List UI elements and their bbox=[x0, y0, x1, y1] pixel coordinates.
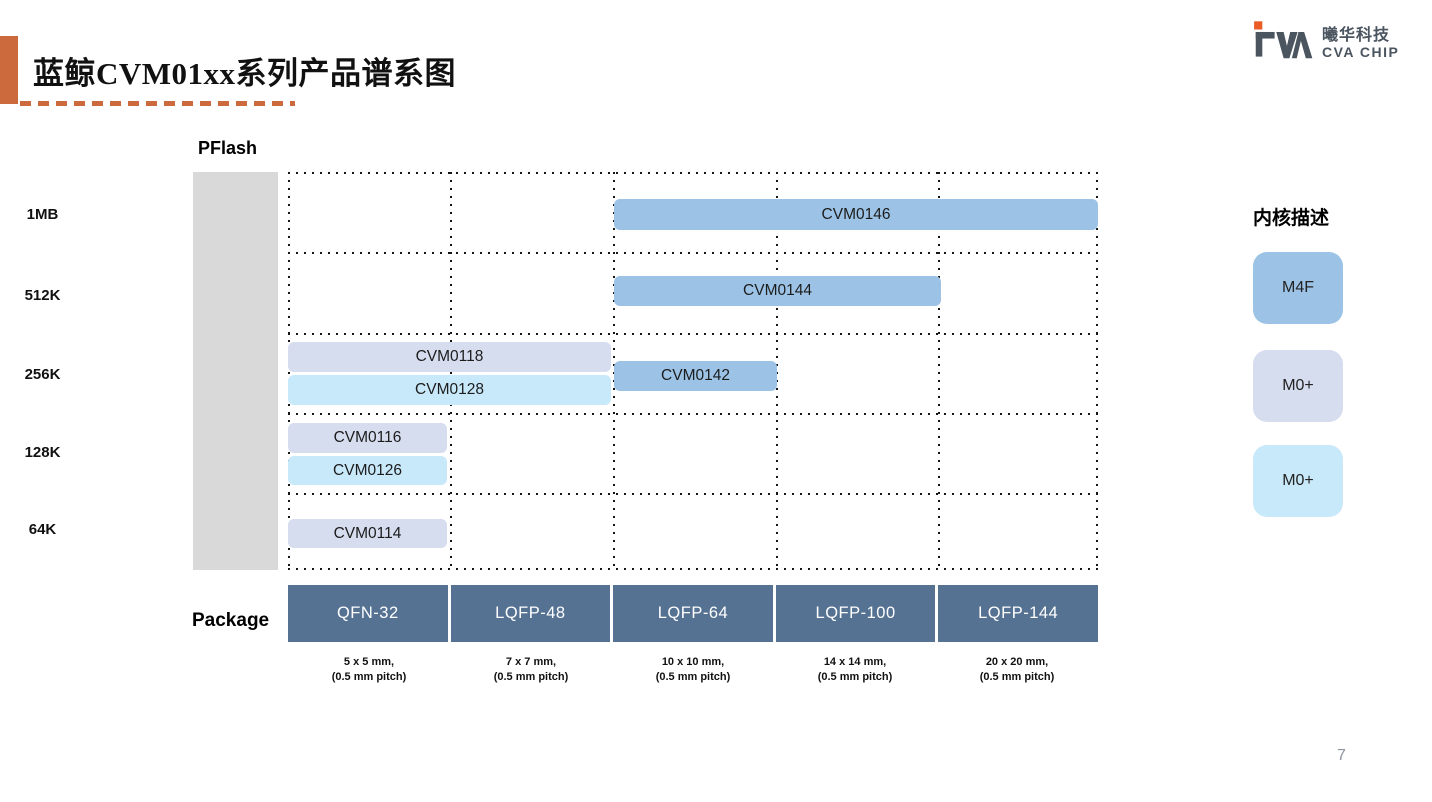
y-tick-128k: 128K bbox=[24, 444, 61, 461]
y-tick-512k: 512K bbox=[24, 287, 61, 304]
legend-title: 内核描述 bbox=[1253, 208, 1330, 229]
package-cell-lqfp100: LQFP-100 bbox=[775, 585, 936, 642]
company-name-en: CVA CHIP bbox=[1322, 43, 1400, 60]
package-cell-lqfp64: LQFP-64 bbox=[613, 585, 773, 642]
product-bar-cvm0114: CVM0114 bbox=[288, 519, 447, 548]
page-number: 7 bbox=[1337, 747, 1346, 764]
y-tick-64k: 64K bbox=[28, 521, 57, 538]
legend-item-m0plus-1: M0+ bbox=[1253, 350, 1343, 422]
package-cell-lqfp48: LQFP-48 bbox=[450, 585, 611, 642]
product-bar-cvm0144: CVM0144 bbox=[614, 276, 941, 306]
legend-item-m0plus-2: M0+ bbox=[1253, 445, 1343, 517]
package-size-lqfp144: 20 x 20 mm,(0.5 mm pitch) bbox=[979, 656, 1055, 683]
product-bar-cvm0118: CVM0118 bbox=[288, 342, 611, 372]
y-axis-band bbox=[193, 172, 278, 570]
package-header-row: QFN-32 LQFP-48 LQFP-64 LQFP-100 LQFP-144 bbox=[288, 585, 1098, 642]
page-title: 蓝鲸CVM01xx系列产品谱系图 bbox=[33, 56, 457, 91]
y-tick-1mb: 1MB bbox=[26, 206, 59, 223]
y-tick-256k: 256K bbox=[24, 366, 61, 383]
company-logo: 曦华科技 CVA CHIP bbox=[1250, 20, 1399, 67]
y-axis-title: PFlash bbox=[198, 138, 258, 158]
package-cell-qfn32: QFN-32 bbox=[288, 585, 448, 642]
product-bar-cvm0126: CVM0126 bbox=[288, 456, 447, 485]
package-size-lqfp100: 14 x 14 mm,(0.5 mm pitch) bbox=[817, 656, 893, 683]
package-cell-lqfp144: LQFP-144 bbox=[938, 585, 1098, 642]
legend-item-m4f: M4F bbox=[1253, 252, 1343, 324]
package-size-qfn32: 5 x 5 mm,(0.5 mm pitch) bbox=[331, 656, 407, 683]
package-size-lqfp64: 10 x 10 mm,(0.5 mm pitch) bbox=[655, 656, 731, 683]
product-bar-cvm0146: CVM0146 bbox=[614, 199, 1098, 230]
package-size-row: 5 x 5 mm,(0.5 mm pitch) 7 x 7 mm,(0.5 mm… bbox=[288, 655, 1098, 685]
package-size-lqfp48: 7 x 7 mm,(0.5 mm pitch) bbox=[493, 656, 569, 683]
title-dashed-underline bbox=[20, 101, 295, 106]
product-bar-cvm0116: CVM0116 bbox=[288, 423, 447, 453]
title-accent-bar bbox=[0, 36, 18, 104]
product-bar-cvm0128: CVM0128 bbox=[288, 375, 611, 405]
cva-logo-icon bbox=[1250, 20, 1314, 67]
product-bar-cvm0142: CVM0142 bbox=[614, 361, 777, 391]
x-axis-title: Package bbox=[192, 610, 270, 631]
company-name-cn: 曦华科技 bbox=[1322, 26, 1391, 44]
